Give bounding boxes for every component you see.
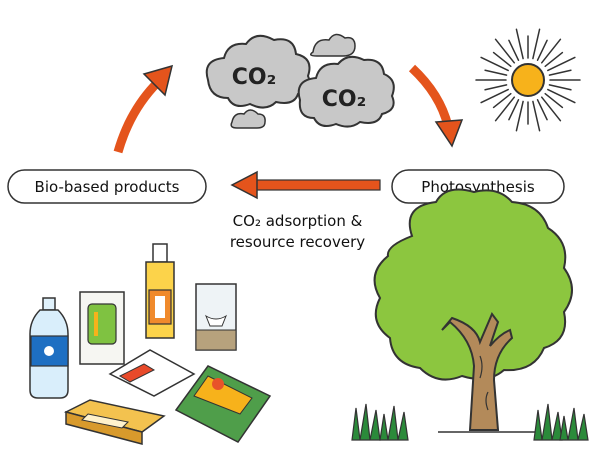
sun-ray — [515, 28, 524, 60]
caption-line-1: CO₂ adsorption & — [232, 212, 363, 230]
small-cloud-icon — [230, 109, 266, 129]
sun-ray — [492, 92, 512, 109]
sun-ray — [515, 100, 524, 132]
bio-based-products-label: Bio-based products — [35, 178, 180, 196]
food-package-icon — [79, 291, 125, 365]
co2-label-right: CO₂ — [322, 87, 366, 112]
arrow-to-clouds — [113, 64, 174, 154]
food-package-icon — [63, 399, 166, 445]
bio-based-products-label-box: Bio-based products — [7, 169, 207, 204]
grass-icon — [351, 403, 589, 441]
food-package-icon — [108, 349, 196, 397]
sun-ray — [508, 39, 520, 61]
sun-ray — [536, 39, 548, 61]
sun-ray — [494, 38, 516, 64]
co2-adsorption-caption: CO₂ adsorption & resource recovery — [205, 211, 390, 253]
sun-ray — [480, 56, 509, 72]
sun-ray — [540, 96, 562, 122]
arrow-to-photosynthesis — [408, 64, 464, 148]
sun-icon — [475, 28, 581, 132]
sun-ray — [547, 56, 576, 72]
arrow-to-bio-products — [230, 170, 381, 200]
sun-ray — [480, 88, 509, 104]
sun-ray — [540, 38, 562, 64]
sun-ray — [544, 92, 564, 109]
tree-icon — [373, 188, 573, 433]
bottle-icon — [29, 297, 69, 399]
sun-ray — [532, 28, 541, 60]
sun-ray — [532, 100, 541, 132]
sun-ray — [484, 84, 508, 91]
food-package-icon — [195, 283, 237, 351]
small-cloud-icon — [310, 33, 356, 57]
co2-cloud-icon — [205, 34, 311, 109]
sun-ray — [548, 69, 572, 76]
sun-ray — [492, 51, 512, 68]
sun-ray — [548, 84, 572, 91]
co2-cloud-icon — [297, 55, 395, 128]
products-group — [29, 243, 272, 445]
sun-ray — [508, 99, 520, 121]
sun-ray — [544, 51, 564, 68]
sun-ray — [536, 99, 548, 121]
co2-label-left: CO₂ — [232, 65, 276, 90]
sun-ray — [547, 88, 576, 104]
bottle-icon — [145, 243, 175, 339]
sun-ray — [484, 69, 508, 76]
food-package-icon — [174, 365, 272, 443]
caption-line-2: resource recovery — [229, 233, 366, 251]
sun-ray — [494, 96, 516, 122]
